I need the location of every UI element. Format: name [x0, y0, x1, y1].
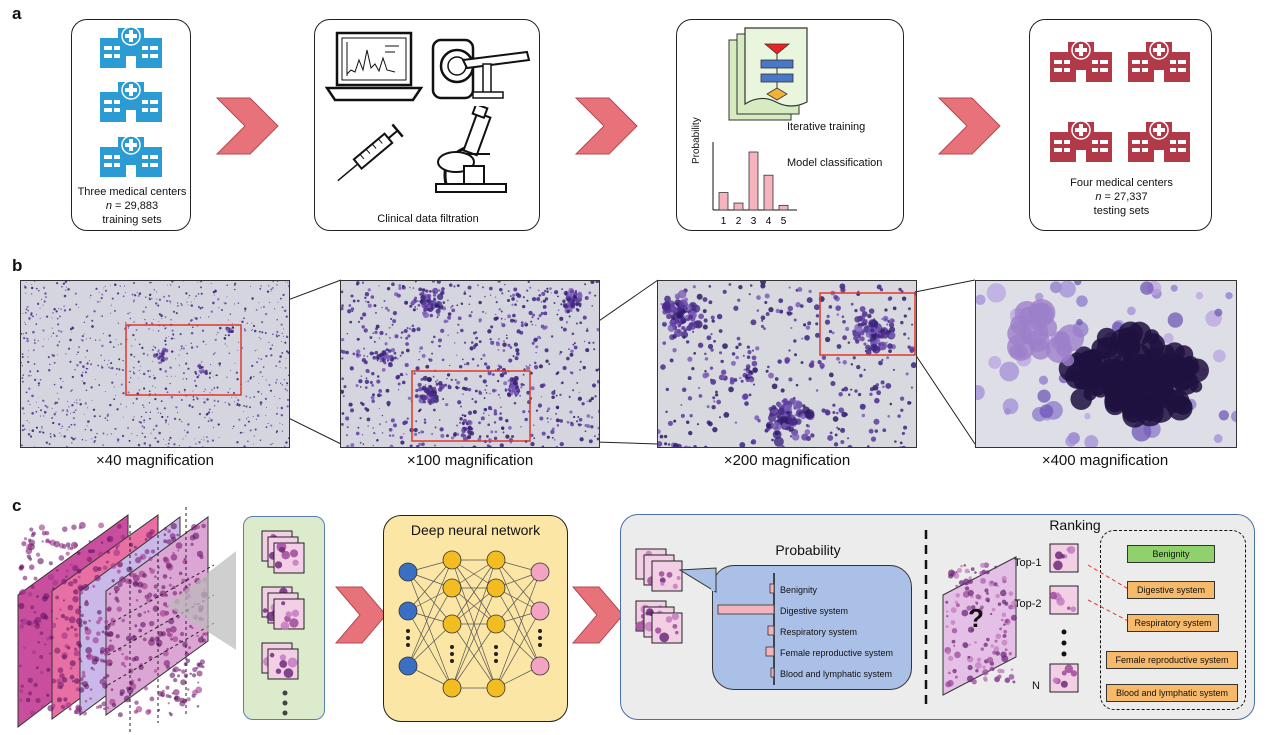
clinical-data-label: Clinical data filtration [377, 213, 479, 225]
prob-bar-1 [718, 192, 729, 211]
tag-digestive: Digestive system [1127, 581, 1215, 599]
rank-link-lines [1087, 564, 1131, 623]
training-centers-box: Three medical centers n = 29,883 trainin… [71, 19, 191, 231]
class-label-blood-lymphatic: Blood and lymphatic system [780, 669, 893, 679]
iterative-training-label: Iterative training [787, 121, 866, 133]
tag-benignity: Benignity [1127, 545, 1215, 563]
rank-top2-label: Top-2 [1014, 598, 1042, 610]
category-tag-box [1100, 530, 1246, 710]
dnn-title: Deep neural network [410, 522, 541, 538]
class-label-benignity: Benignity [780, 585, 818, 595]
training-n-line: n = 29,883 [105, 200, 159, 212]
training-sets-label: training sets [102, 214, 162, 226]
model-classification-label: Model classification [787, 157, 883, 169]
magnification-label-x200: ×200 magnification [723, 452, 851, 469]
prob-bar-5 [778, 204, 789, 211]
micrograph-x200 [657, 280, 917, 448]
prob-bar-2 [733, 202, 744, 211]
arrow-chevron-icon [937, 97, 1001, 155]
probability-title: Probability [775, 542, 841, 558]
panel-letter-b: b [12, 256, 23, 275]
tag-respiratory: Respiratory system [1127, 614, 1219, 632]
mri-scanner-icon [431, 38, 531, 100]
micrograph-x40 [20, 280, 290, 448]
tag-female-reproductive: Female reproductive system [1106, 651, 1238, 669]
separator-dashed-line [924, 530, 928, 710]
hospital-icons-testing [1049, 40, 1191, 163]
testing-sets-label: testing sets [1093, 205, 1150, 217]
class-label-female-reproductive: Female reproductive system [780, 648, 894, 658]
patch-column [243, 516, 325, 720]
arrow-chevron-icon [574, 97, 638, 155]
hospital-icons-training [99, 26, 163, 178]
testing-centers-label: Four medical centers [1070, 177, 1173, 189]
neural-network-graph [398, 550, 550, 698]
rank-n-label: N [1032, 680, 1040, 692]
micrograph-x400 [975, 280, 1237, 448]
whole-slide-stack [17, 507, 236, 733]
probability-axis-label: Probability [691, 117, 702, 164]
panel-letter-a: a [12, 4, 22, 23]
micrograph-x100 [340, 280, 600, 448]
testing-centers-box: Four medical centers n = 27,337 testing … [1029, 19, 1212, 231]
unknown-slide [942, 556, 1017, 696]
input-patches [635, 548, 683, 644]
clinical-data-box: Clinical data filtration [314, 19, 540, 231]
bubble-pointer [678, 567, 717, 593]
rank-top1-label: Top-1 [1014, 557, 1042, 569]
syringe-icon [337, 123, 404, 182]
prob-tick-2: 2 [736, 216, 742, 227]
arrow-chevron-icon [571, 586, 624, 644]
panel-letter-c: c [12, 496, 22, 515]
model-training-box: Iterative training Model classification … [676, 19, 904, 231]
magnification-label-x40: ×40 magnification [96, 452, 214, 469]
prob-tick-1: 1 [721, 216, 727, 227]
ranked-patches [1049, 543, 1079, 693]
class-probability-bars [717, 573, 775, 685]
testing-n-line: n = 27,337 [1095, 191, 1148, 203]
prob-tick-5: 5 [781, 216, 787, 227]
ranking-title: Ranking [1049, 517, 1101, 533]
prob-bar-3 [748, 151, 759, 211]
magnification-label-x400: ×400 magnification [1041, 452, 1169, 469]
laptop-icon [325, 31, 424, 102]
arrow-chevron-icon [334, 586, 387, 644]
training-centers-label: Three medical centers [77, 186, 187, 198]
prob-tick-3: 3 [751, 216, 757, 227]
microscope-icon [435, 106, 507, 193]
prob-bar-4 [763, 174, 774, 211]
prob-tick-4: 4 [766, 216, 772, 227]
tag-blood-lymphatic: Blood and lymphatic system [1106, 684, 1238, 702]
question-mark: ? [968, 603, 984, 633]
class-labels: Benignity Digestive system Respiratory s… [780, 580, 893, 685]
deep-neural-network-box: Deep neural network [383, 515, 568, 722]
magnification-label-x100: ×100 magnification [406, 452, 534, 469]
class-label-digestive: Digestive system [780, 606, 849, 616]
arrow-chevron-icon [215, 97, 279, 155]
flowchart-icon [728, 27, 808, 121]
probability-bubble [712, 565, 912, 690]
class-label-respiratory: Respiratory system [780, 627, 858, 637]
